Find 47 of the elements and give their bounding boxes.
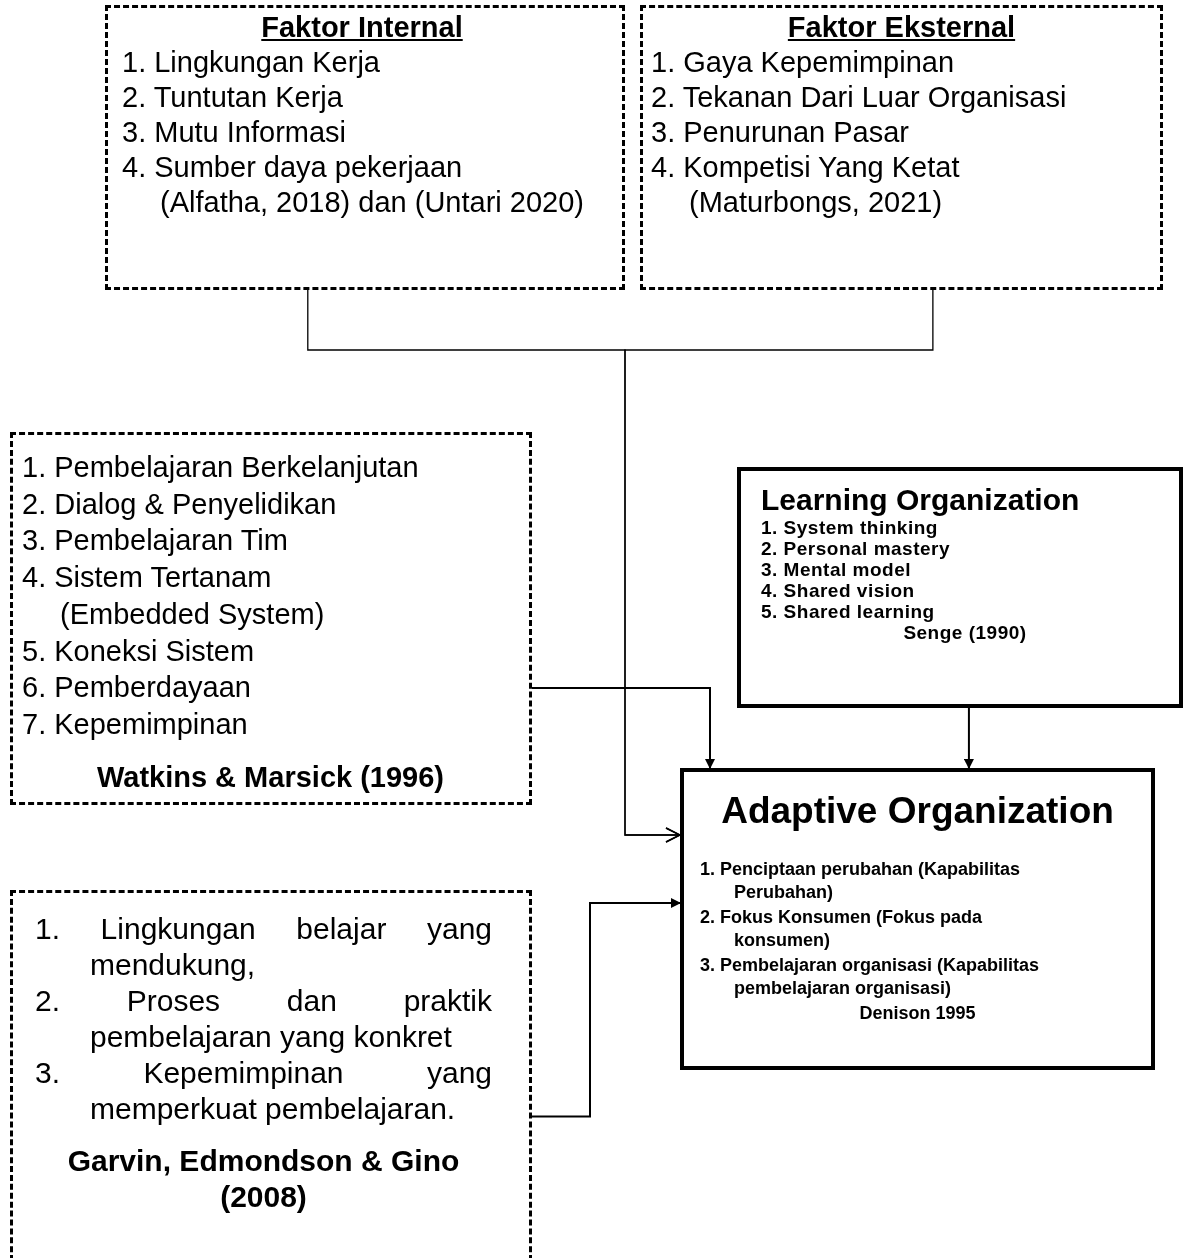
box-heading: Faktor Internal — [260, 10, 464, 45]
list-item: 2. Tekanan Dari Luar Organisasi — [651, 80, 1068, 115]
citation: Garvin, Edmondson & Gino (2008) — [66, 1143, 461, 1215]
list-item: 4. Kompetisi Yang Ketat — [651, 150, 961, 185]
list-item: 3. Penurunan Pasar — [651, 115, 910, 150]
citation: Denison 1995 — [858, 1002, 977, 1025]
list-item: 7. Kepemimpinan — [22, 706, 249, 742]
list-item: 1. Lingkungan belajar yang mendukung, — [35, 911, 492, 983]
process-box — [737, 467, 1183, 708]
connector-arrow — [963, 707, 974, 769]
connector-arrow — [531, 898, 681, 1118]
list-item: 1. System thinking — [761, 517, 939, 538]
process-box — [680, 768, 1155, 1070]
box-heading: Adaptive Organization — [720, 790, 1115, 832]
list-item: 3. Mental model — [761, 559, 913, 580]
dashed-box — [10, 432, 532, 805]
box-heading: Learning Organization — [761, 483, 1081, 517]
list-item: 2. Proses dan praktik pembelajaran yang konkret — [35, 983, 492, 1055]
list-item: 4. Sumber daya pekerjaan — [122, 150, 464, 185]
list-item: 2. Tuntutan Kerja — [122, 80, 344, 115]
citation: (Embedded System) — [59, 596, 326, 632]
list-item: 4. Sistem Tertanam — [22, 560, 273, 596]
list-item: 2. Dialog & Penyelidikan — [22, 486, 338, 522]
connector-arrow — [531, 686, 715, 769]
list-item: 1. Gaya Kepemimpinan — [651, 45, 956, 80]
list-item: 5. Shared learning — [761, 601, 936, 622]
list-item: 6. Pemberdayaan — [22, 670, 252, 706]
list-item: 3. Mutu Informasi — [122, 115, 348, 150]
list-item: 3. Pembelajaran organisasi (Kapabilitas pembelajaran organisasi) — [700, 954, 1041, 1000]
box-heading: Faktor Eksternal — [786, 10, 1017, 45]
connector-arrow — [624, 289, 934, 843]
citation: Watkins & Marsick (1996) — [95, 759, 446, 795]
citation: (Alfatha, 2018) dan (Untari 2020) — [159, 185, 585, 220]
list-item: 5. Koneksi Sistem — [22, 633, 256, 669]
list-item: 1. Pembelajaran Berkelanjutan — [22, 450, 420, 485]
list-item: 4. Shared vision — [761, 580, 916, 601]
list-item: 3. Kepemimpinan yang memperkuat pembelajaran. — [35, 1055, 492, 1127]
dashed-box — [105, 5, 625, 290]
citation: Senge (1990) — [902, 622, 1028, 643]
list-item: 1. Penciptaan perubahan (Kapabilitas Perubahan) — [700, 858, 1022, 904]
dashed-box — [640, 5, 1163, 290]
dashed-box — [10, 890, 532, 1258]
list-item: 2. Fokus Konsumen (Fokus pada konsumen) — [700, 906, 984, 952]
list-item: 1. Lingkungan Kerja — [122, 45, 381, 80]
citation: (Maturbongs, 2021) — [688, 185, 944, 220]
list-item: 3. Pembelajaran Tim — [22, 523, 289, 559]
list-item: 2. Personal mastery — [761, 538, 952, 559]
